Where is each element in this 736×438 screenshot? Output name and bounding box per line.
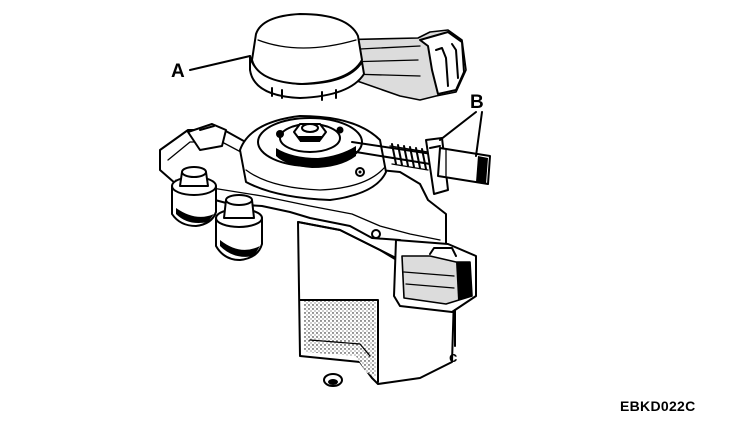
label-c: c	[449, 349, 457, 366]
leader-line-b-1	[439, 111, 477, 141]
mounting-stud-left	[171, 166, 217, 227]
leader-line-a	[189, 55, 251, 71]
return-spring	[389, 143, 429, 171]
mounting-stud-right	[215, 194, 263, 261]
sensor-connector	[393, 239, 477, 313]
throttle-body-assembly	[159, 115, 491, 387]
label-b: B	[470, 92, 484, 113]
leader-line-b-2	[475, 111, 483, 157]
label-a: A	[171, 61, 185, 82]
figure-code: EBKD022C	[620, 398, 696, 414]
sensor-cover-part	[249, 13, 467, 101]
